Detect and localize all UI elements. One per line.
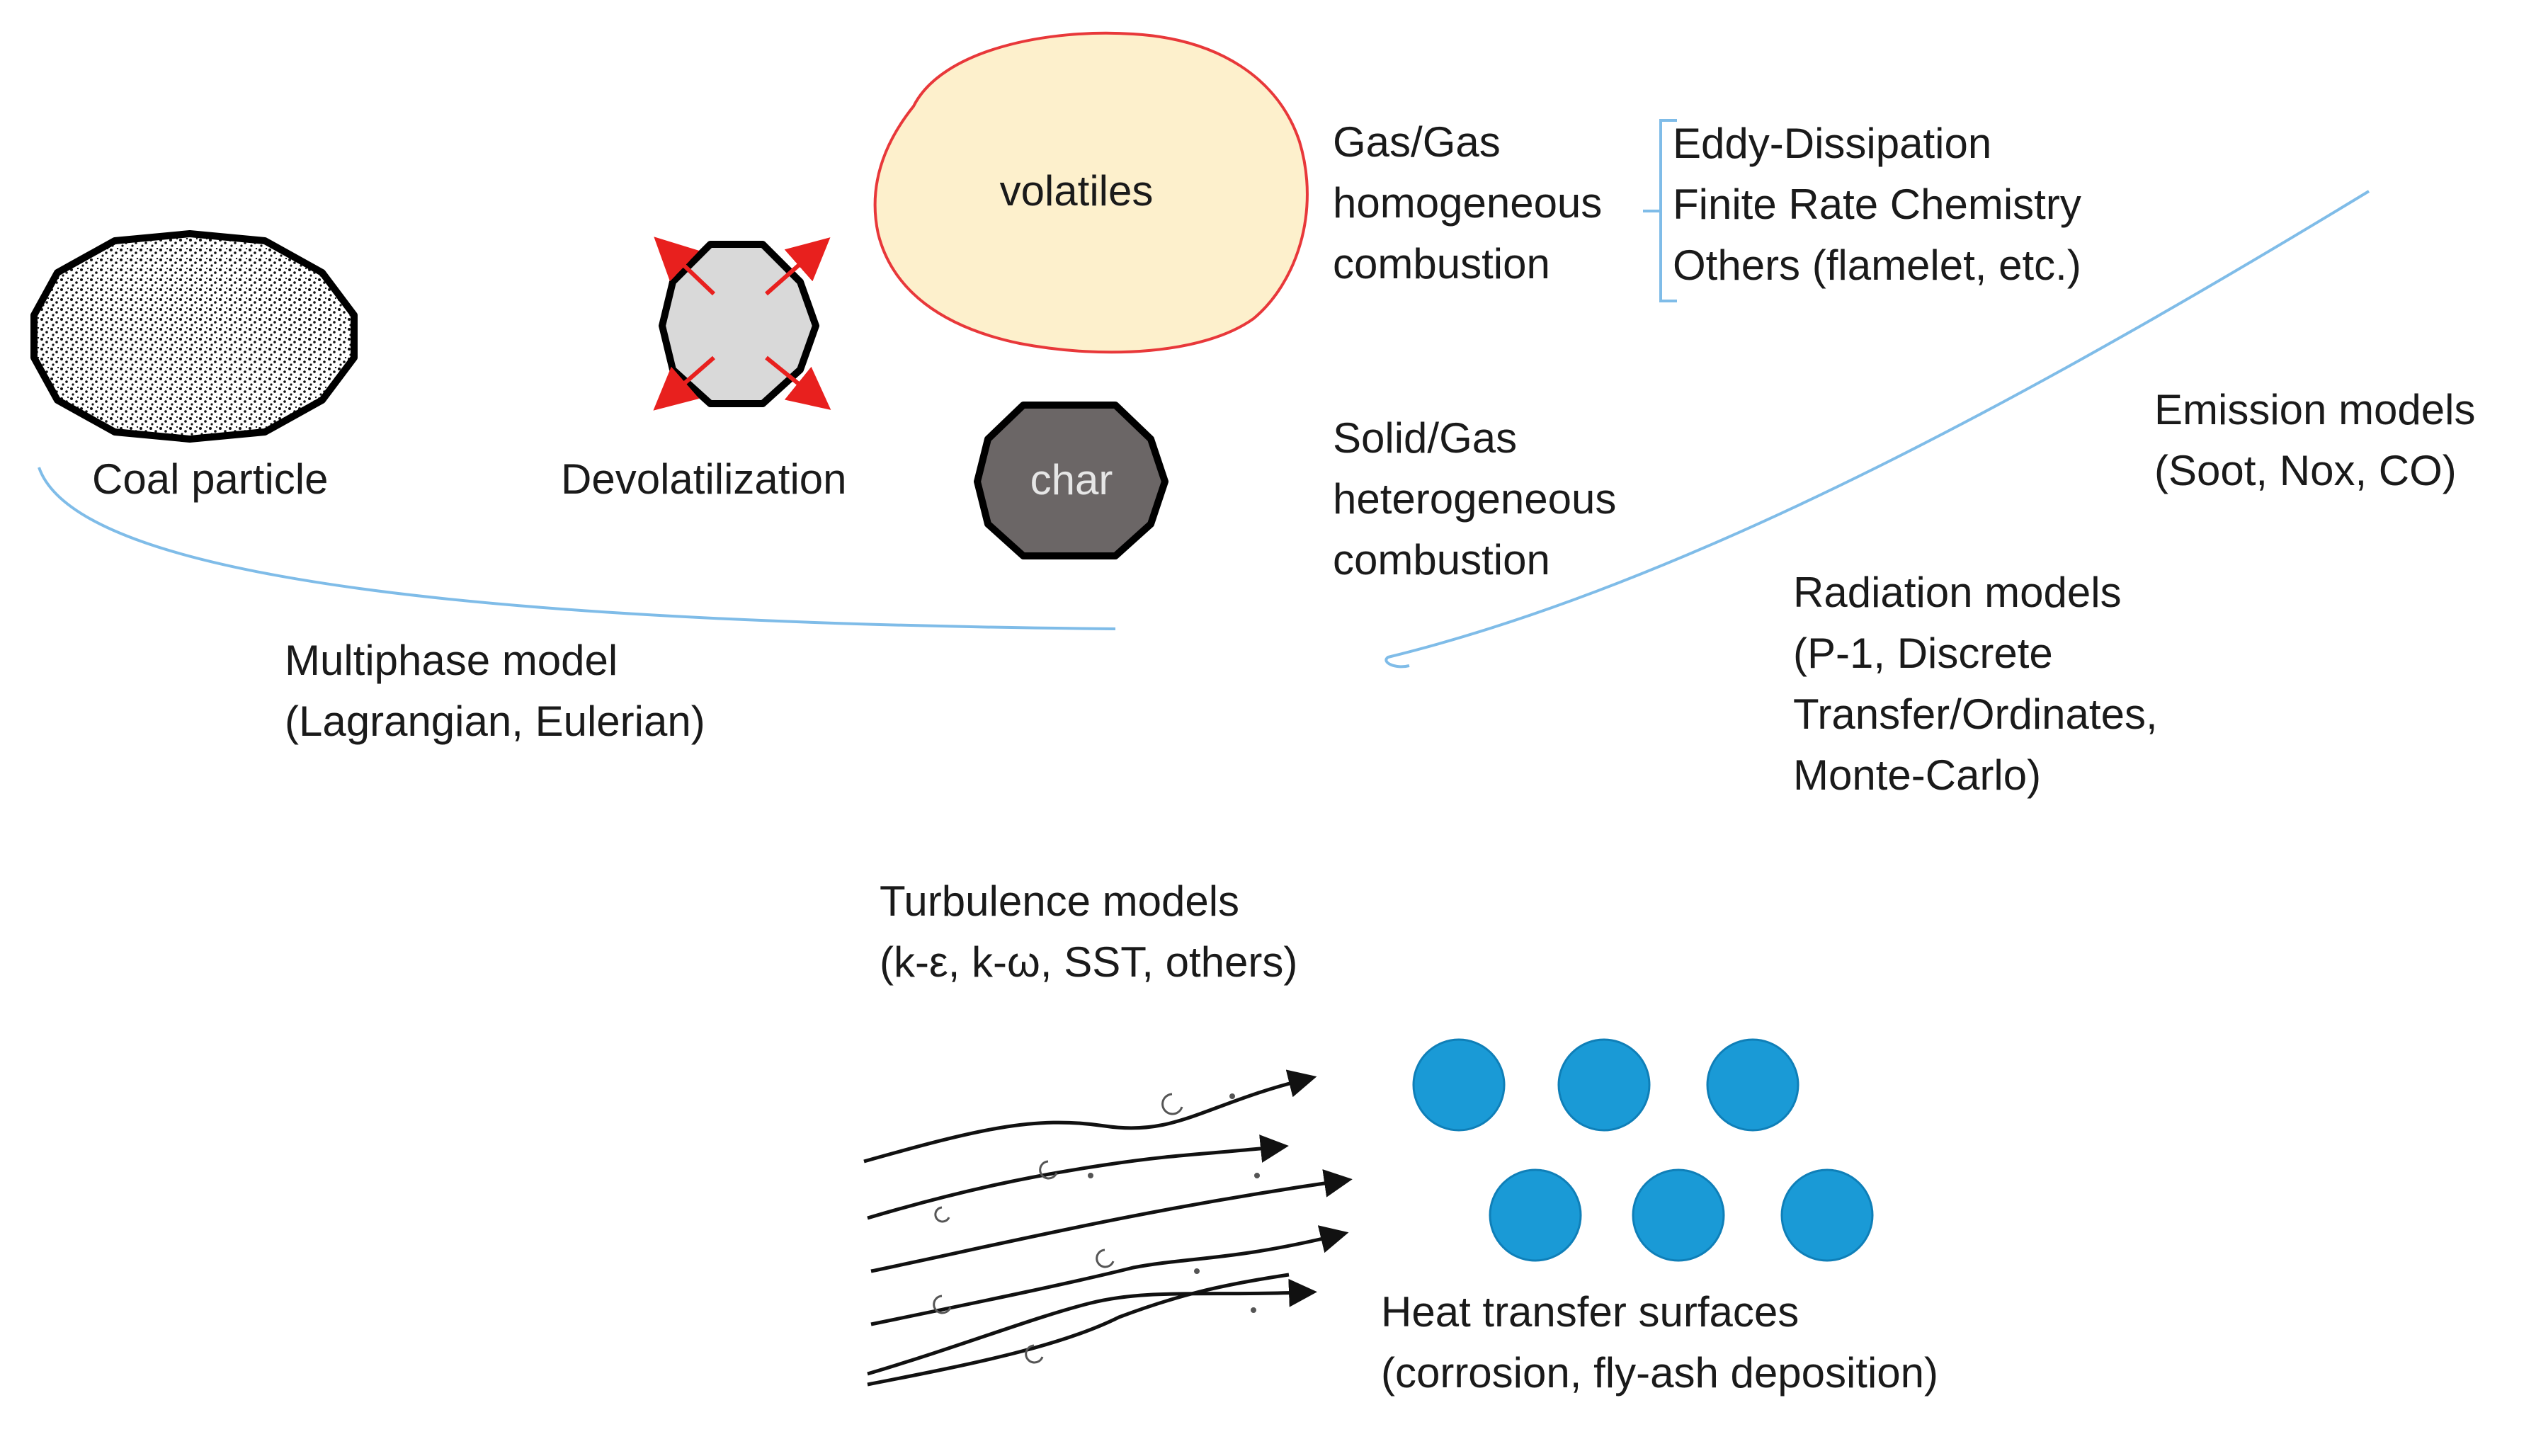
- turbulence-eddies: [933, 1093, 1260, 1364]
- streamline-6: [867, 1273, 1290, 1387]
- tube-5: [1632, 1168, 1725, 1262]
- char-particle-shape: [974, 402, 1169, 559]
- emission-models-label: Emission models (Soot, Nox, CO): [2154, 386, 2476, 494]
- tube-6: [1780, 1168, 1874, 1262]
- volatiles-label: volatiles: [1000, 167, 1154, 215]
- gas-gas-combustion-label: Gas/Gas homogeneous combustion: [1333, 118, 1603, 288]
- multiphase-model-label: Multiphase model (Lagrangian, Eulerian): [285, 637, 705, 745]
- tube-4: [1489, 1168, 1582, 1262]
- coal-particle-label: Coal particle: [92, 455, 329, 503]
- streamline-2: [867, 1134, 1289, 1220]
- others-flamelet-item: Others (flamelet, etc.): [1673, 241, 2081, 289]
- radiation-models-label: Radiation models (P-1, Discrete Transfer…: [1793, 569, 2158, 799]
- heat-transfer-tubes: [1412, 1038, 1874, 1262]
- tube-1: [1412, 1038, 1506, 1132]
- coal-particle-shape: [30, 230, 358, 443]
- red-arrow-se: [765, 356, 831, 410]
- devolatilization-label: Devolatilization: [561, 455, 847, 503]
- streamline-1: [863, 1069, 1317, 1164]
- red-arrow-sw: [653, 356, 715, 411]
- radiation-curve: [1384, 190, 2370, 669]
- streamline-3: [870, 1169, 1353, 1273]
- red-arrow-ne: [765, 237, 831, 296]
- devolatilization-arrows: [653, 237, 831, 411]
- eddy-dissipation-item: Eddy-Dissipation: [1673, 120, 1992, 167]
- gas-models-bracket: [1643, 119, 1677, 302]
- multiphase-curve: [38, 467, 1116, 630]
- turbulence-streamlines: [863, 1069, 1353, 1387]
- solid-gas-combustion-label: Solid/Gas heterogeneous combustion: [1333, 414, 1617, 584]
- char-label: char: [1030, 456, 1113, 504]
- tube-3: [1706, 1038, 1799, 1132]
- streamline-5: [867, 1278, 1317, 1376]
- volatiles-cloud-shape: [873, 31, 1309, 354]
- gas-models-list: Eddy-Dissipation Finite Rate Chemistry O…: [1673, 113, 2081, 296]
- finite-rate-item: Finite Rate Chemistry: [1673, 181, 2081, 228]
- heat-transfer-label: Heat transfer surfaces (corrosion, fly-a…: [1381, 1288, 1939, 1397]
- turbulence-models-label: Turbulence models (k-ε, k-ω, SST, others…: [880, 877, 1298, 986]
- tube-2: [1557, 1038, 1651, 1132]
- streamline-4: [870, 1225, 1349, 1326]
- red-arrow-nw: [654, 237, 716, 296]
